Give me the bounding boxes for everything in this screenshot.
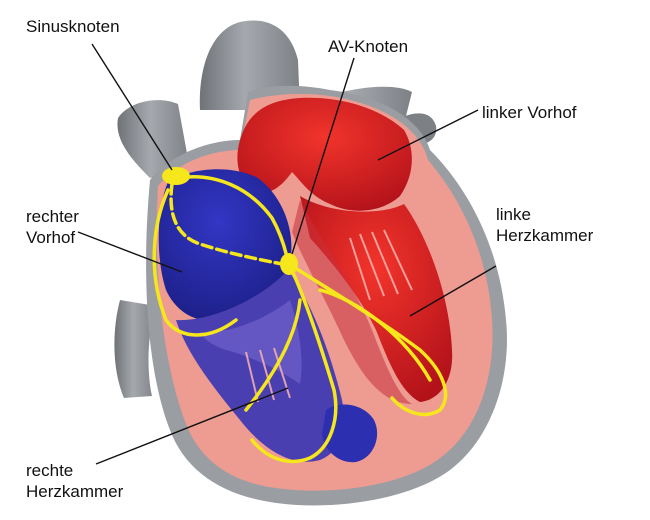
label-rechte-herzkammer: rechte Herzkammer xyxy=(26,460,123,502)
label-rechte-herzkammer-line1: rechte xyxy=(26,461,74,480)
label-linke-herzkammer-line1: linke xyxy=(496,205,531,224)
inferior-vena-cava xyxy=(114,300,156,398)
label-sinusknoten: Sinusknoten xyxy=(26,17,120,36)
label-linke-herzkammer: linke Herzkammer xyxy=(496,204,593,246)
label-rechter-vorhof: rechter Vorhof xyxy=(26,206,79,248)
label-rechte-herzkammer-line2: Herzkammer xyxy=(26,482,124,501)
leader-linke-herzkammer xyxy=(409,265,497,317)
chordae-tendineae xyxy=(245,229,413,403)
right-atrium xyxy=(158,169,292,321)
leader-rechte-herzkammer xyxy=(95,387,289,465)
label-rechter-vorhof-line2: Vorhof xyxy=(26,228,76,247)
leader-rechter-vorhof xyxy=(77,231,183,273)
label-rechter-vorhof-line1: rechter xyxy=(26,207,79,226)
leader-av-knoten xyxy=(291,57,355,255)
leader-sinusknoten xyxy=(91,43,173,171)
purkinje-right xyxy=(244,298,302,412)
label-linker-vorhof: linker Vorhof xyxy=(482,103,577,122)
conduction-system xyxy=(152,175,448,464)
sinus-node-shape xyxy=(162,167,190,185)
sa-to-av-pathway-mid xyxy=(169,182,284,266)
leader-lines xyxy=(77,43,497,465)
right-ventricle xyxy=(176,270,344,462)
sa-to-av-pathway-upper xyxy=(176,175,290,264)
sa-to-av-pathway-lower xyxy=(152,188,238,337)
left-atrium xyxy=(237,97,412,211)
tricuspid-valve xyxy=(200,300,302,384)
superior-vena-cava xyxy=(117,100,190,178)
bundle-branch-right xyxy=(250,264,338,464)
label-linke-herzkammer-line2: Herzkammer xyxy=(496,226,594,245)
leader-linker-vorhof xyxy=(377,109,479,161)
label-av-knoten: AV-Knoten xyxy=(328,37,409,56)
purkinje-left xyxy=(318,288,432,382)
left-ventricle xyxy=(300,196,453,402)
av-node-shape xyxy=(280,253,298,275)
